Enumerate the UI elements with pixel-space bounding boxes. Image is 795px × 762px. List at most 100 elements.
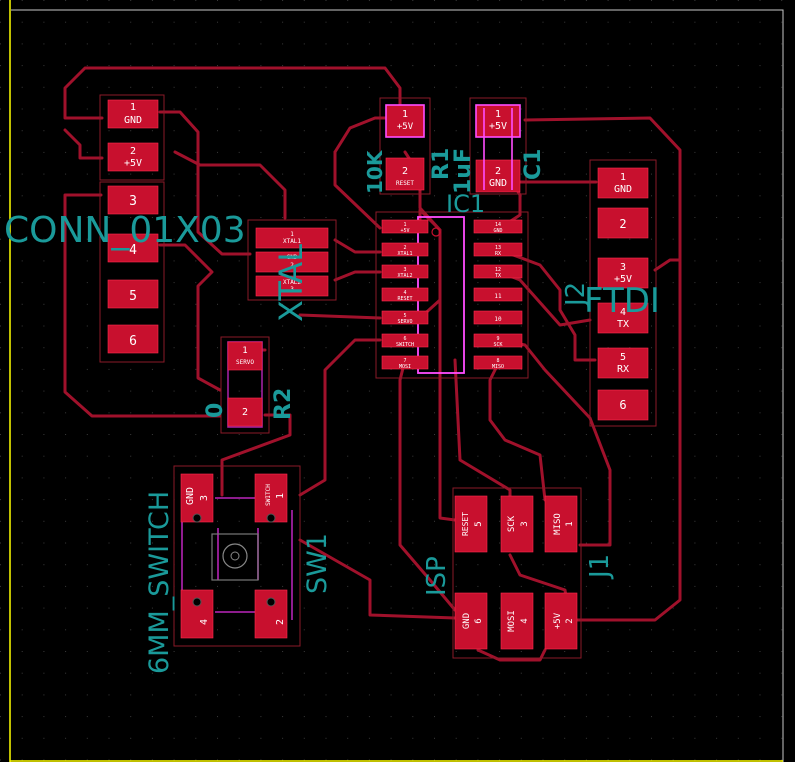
c1-footprint[interactable]: 1 +5V 2 GND	[469, 97, 527, 195]
svg-text:10: 10	[494, 316, 502, 323]
svg-text:12: 12	[495, 267, 501, 273]
r2-footprint[interactable]: 1 SERVO 2	[220, 336, 270, 434]
svg-text:GND: GND	[462, 613, 472, 629]
r1-footprint[interactable]: 1 +5V 2 RESET	[379, 97, 431, 195]
r2-pin-1[interactable]: 1 SERVO	[227, 341, 263, 371]
ftdi-pin-4[interactable]: 4TX	[597, 302, 649, 334]
svg-text:SERVO: SERVO	[236, 359, 254, 366]
svg-text:TX: TX	[495, 273, 501, 279]
svg-text:2: 2	[275, 619, 286, 625]
svg-text:4: 4	[620, 307, 626, 318]
isp-ref: ISP	[422, 556, 452, 596]
svg-text:TX: TX	[617, 319, 629, 330]
svg-text:3: 3	[403, 267, 406, 273]
sw1-pin-3[interactable]: GND 3	[180, 473, 214, 523]
j1-ref: J1	[585, 554, 615, 580]
svg-text:SWITCH: SWITCH	[265, 484, 272, 506]
r2-pin-2[interactable]: 2	[227, 397, 263, 427]
conn-pin-4[interactable]: 4	[107, 233, 159, 263]
svg-text:GND: GND	[124, 115, 142, 126]
svg-text:GND: GND	[493, 228, 502, 234]
svg-text:XTAL2: XTAL2	[283, 279, 301, 286]
conn-pin-6[interactable]: 6	[107, 324, 159, 354]
svg-text:6: 6	[403, 336, 406, 342]
svg-text:2: 2	[290, 262, 294, 269]
svg-text:4: 4	[403, 290, 406, 296]
svg-text:4: 4	[129, 243, 137, 258]
r1-pin-1[interactable]: 1 +5V	[385, 104, 425, 138]
j2-ref: J2	[561, 282, 591, 308]
svg-text:GND: GND	[185, 487, 196, 505]
ftdi-pin-3[interactable]: 3+5V	[597, 257, 649, 289]
conn-pin-1[interactable]: 1 GND	[107, 99, 159, 129]
conn-pin-2[interactable]: 2 +5V	[107, 142, 159, 172]
svg-text:3: 3	[129, 194, 137, 209]
conn-label: CONN_01X03	[4, 210, 246, 251]
sw1-pin-1[interactable]: SWITCH 1	[254, 473, 288, 523]
svg-text:2: 2	[402, 166, 408, 177]
sw1-pin-4[interactable]: 4	[180, 589, 214, 639]
ic1-pin-10[interactable]: 10	[473, 310, 523, 325]
conn-pin-3[interactable]: 3	[107, 185, 159, 215]
ftdi-ref: FTDI	[584, 281, 660, 321]
svg-text:4: 4	[199, 619, 210, 625]
svg-text:MOSI: MOSI	[507, 610, 517, 632]
svg-text:2: 2	[403, 245, 406, 251]
conn-pin-5[interactable]: 5	[107, 279, 159, 309]
svg-text:4: 4	[520, 618, 530, 623]
r2-value: 0	[203, 403, 228, 418]
xtal-pin-2[interactable]: GND 2	[255, 251, 329, 273]
ftdi-pin-2[interactable]: 2	[597, 207, 649, 239]
sw1-pin-2[interactable]: 2	[254, 589, 288, 639]
r1-ref: R1	[429, 148, 454, 180]
c1-pin-1[interactable]: 1 +5V	[475, 104, 521, 138]
svg-text:5: 5	[129, 289, 137, 304]
svg-text:MISO: MISO	[553, 513, 563, 535]
sw1-ref: SW1	[302, 533, 333, 594]
xtal-pin-1[interactable]: 1 XTAL1	[255, 227, 329, 249]
c1-pin-2[interactable]: 2 GND	[475, 159, 521, 193]
svg-text:1: 1	[130, 102, 136, 113]
svg-text:11: 11	[494, 293, 502, 300]
svg-text:XTAL2: XTAL2	[397, 273, 412, 279]
svg-text:3: 3	[199, 495, 210, 501]
xtal-pin-3[interactable]: XTAL2 3	[255, 275, 329, 297]
svg-text:9: 9	[496, 336, 499, 342]
xtal-footprint[interactable]: 1 XTAL1 GND 2 XTAL2 3	[247, 219, 337, 301]
svg-text:+5V: +5V	[397, 122, 414, 132]
ftdi-pin-5[interactable]: 5RX	[597, 347, 649, 379]
svg-text:+5V: +5V	[553, 612, 563, 629]
svg-text:SWITCH: SWITCH	[396, 342, 414, 348]
svg-text:+5V: +5V	[614, 274, 632, 285]
conn-footprint[interactable]: 1 GND 2 +5V 3 4 5 6	[99, 94, 165, 363]
svg-text:SCK: SCK	[493, 342, 502, 348]
ic1-pin-11[interactable]: 11	[473, 287, 523, 302]
ic1-pin-1[interactable]: 1+5V	[381, 219, 429, 234]
svg-text:2: 2	[619, 217, 626, 231]
r1-pin-2[interactable]: 2 RESET	[385, 157, 425, 191]
sw1-footprint[interactable]: GND 3 SWITCH 1 4 2	[173, 465, 301, 647]
ftdi-pin-6[interactable]: 6	[597, 389, 649, 421]
